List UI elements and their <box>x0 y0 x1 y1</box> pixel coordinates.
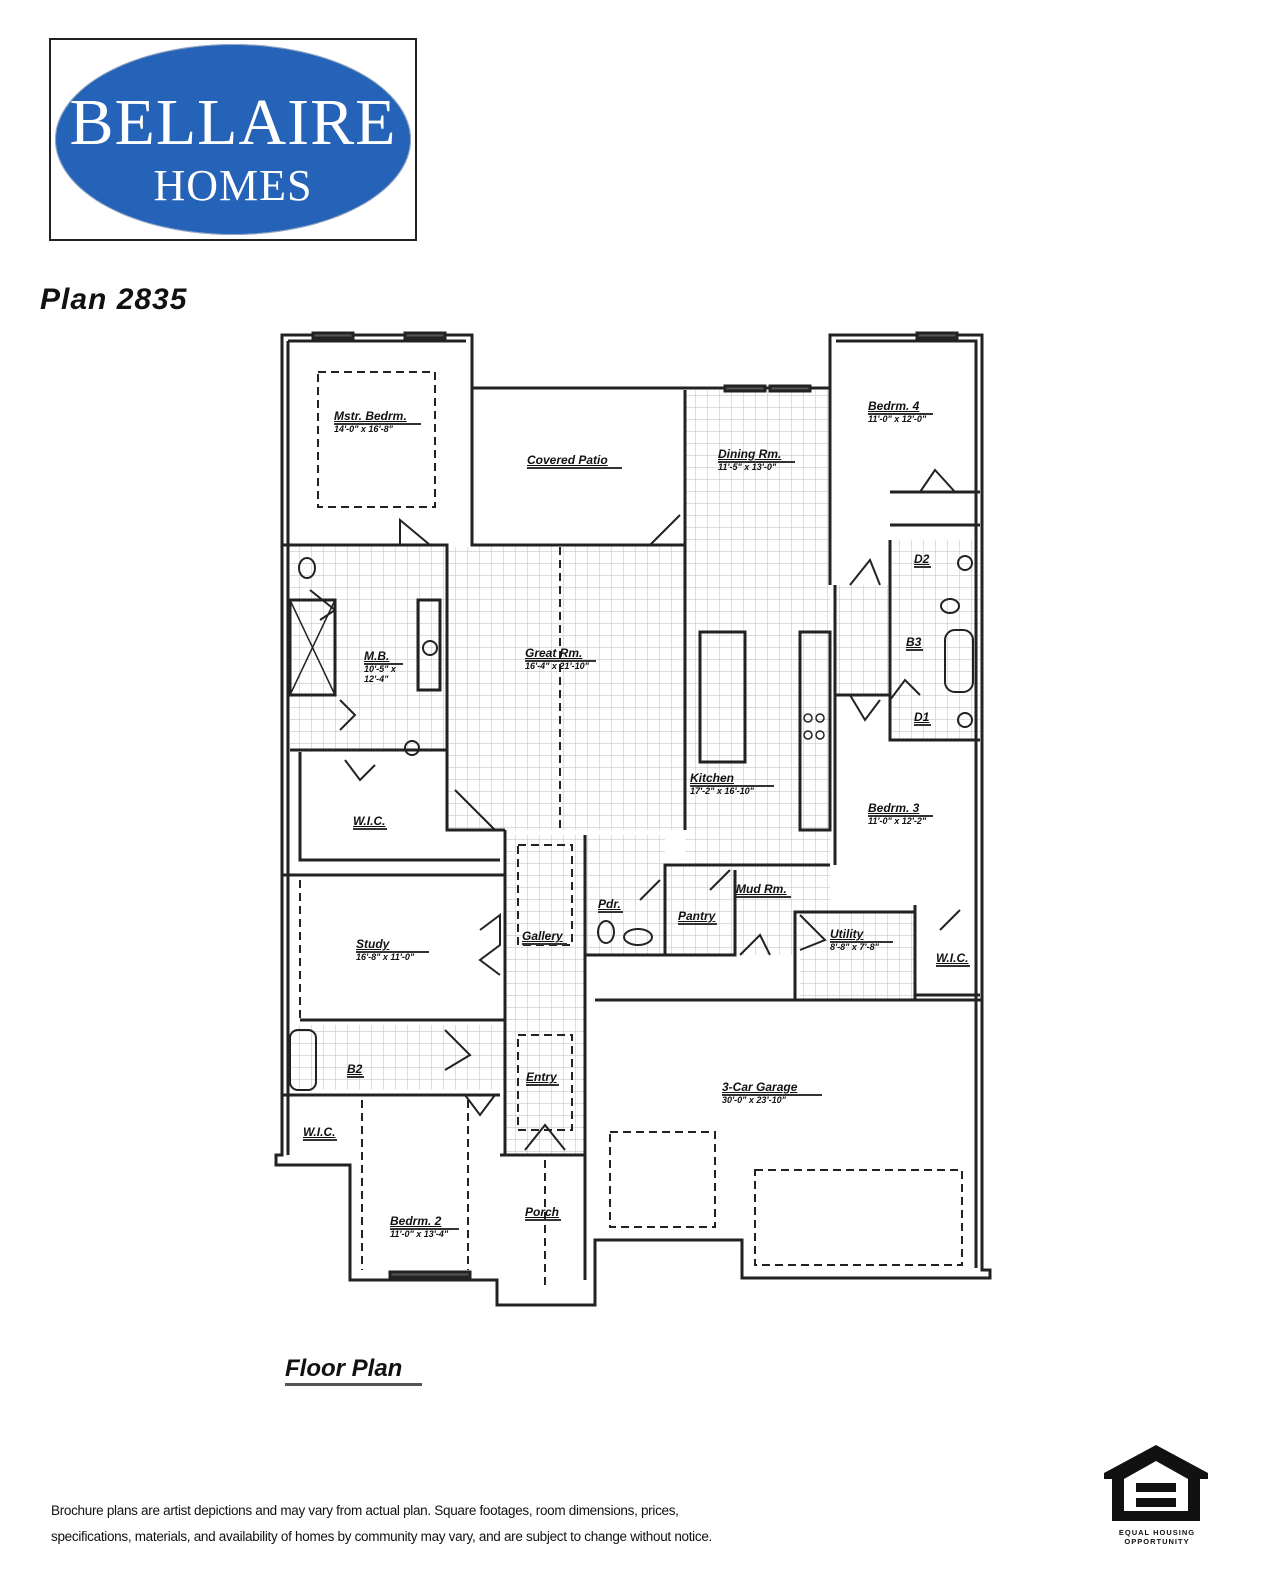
brand-logo: BELLAIRE HOMES <box>49 38 417 241</box>
equal-housing-line-2: OPPORTUNITY <box>1124 1537 1190 1546</box>
room-b2: B2 <box>347 1062 365 1079</box>
room-porch: Porch <box>525 1205 562 1222</box>
equal-housing-line-1: EQUAL HOUSING <box>1118 1528 1196 1537</box>
logo-oval: BELLAIRE HOMES <box>55 44 411 235</box>
room-great-rm: Great Rm.16'-4" x 21'-10" <box>525 646 597 672</box>
room-d1: D1 <box>914 710 932 727</box>
room-wic-bed2: W.I.C. <box>303 1125 338 1142</box>
disclaimer-line-1: Brochure plans are artist depictions and… <box>51 1503 679 1518</box>
room-powder: Pdr. <box>598 897 623 914</box>
room-gallery: Gallery <box>522 929 567 946</box>
plan-title: Plan 2835 <box>40 283 188 316</box>
room-wic-bed3: W.I.C. <box>936 951 971 968</box>
room-d2: D2 <box>914 552 932 569</box>
room-pantry: Pantry <box>678 909 718 926</box>
room-dining: Dining Rm.11'-5" x 13'-0" <box>718 447 796 473</box>
room-master-bath: M.B.10'-5" x 12'-4" <box>364 649 414 685</box>
room-covered-patio: Covered Patio <box>527 453 622 470</box>
disclaimer-line-2: specifications, materials, and availabil… <box>51 1529 712 1544</box>
equal-housing-icon <box>1104 1445 1208 1521</box>
logo-line-2: HOMES <box>153 161 313 210</box>
floor-plan-caption: Floor Plan <box>285 1355 423 1386</box>
logo-line-1: BELLAIRE <box>69 86 397 159</box>
room-b3: B3 <box>906 635 924 652</box>
room-mud-rm: Mud Rm. <box>736 882 791 899</box>
room-entry: Entry <box>526 1070 559 1087</box>
room-wic-master: W.I.C. <box>353 814 388 831</box>
room-mstr-bedrm: Mstr. Bedrm.14'-0" x 16'-8" <box>334 409 421 435</box>
equal-housing-text: EQUAL HOUSING OPPORTUNITY <box>1104 1528 1210 1546</box>
disclaimer: Brochure plans are artist depictions and… <box>51 1498 811 1550</box>
